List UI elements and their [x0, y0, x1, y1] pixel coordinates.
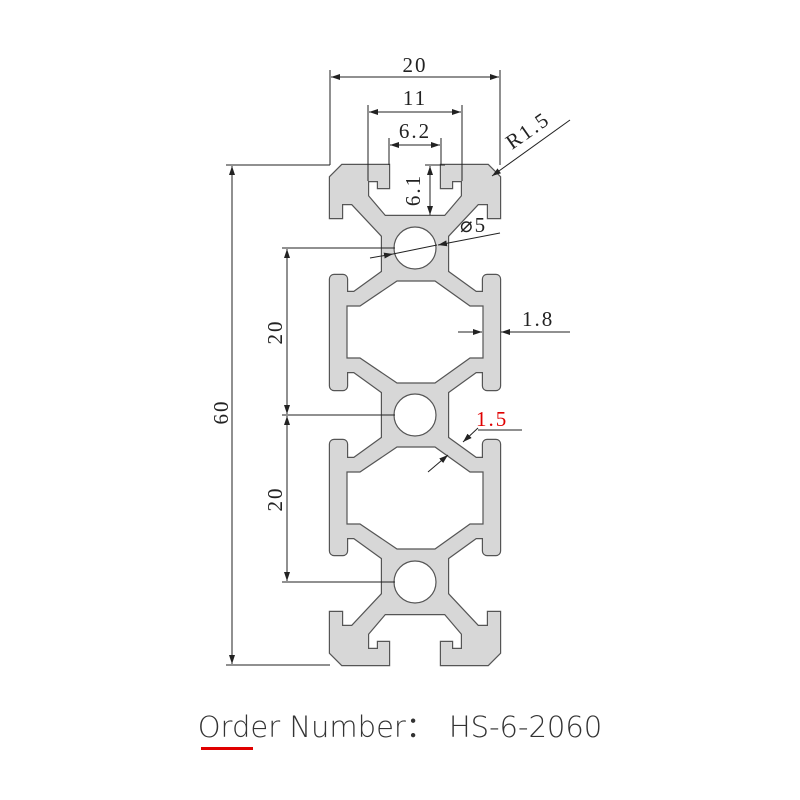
svg-text:11: 11	[403, 86, 427, 110]
svg-text:6.1: 6.1	[401, 174, 425, 206]
dim-pitch-20: 20 20	[263, 247, 395, 583]
dim-slot-opening-6-2: 6.2	[388, 119, 442, 165]
center-hole-2	[393, 393, 437, 437]
dim-width-20: 20	[329, 53, 501, 165]
dim-hole-diameter: ⌀5	[369, 213, 501, 259]
svg-text:⌀5: ⌀5	[460, 213, 487, 237]
dim-slot-depth-6-1: 6.1	[401, 164, 445, 215]
dim-slot-inner-11: 11	[367, 86, 463, 181]
dim-wall-1-8: 1.8	[458, 307, 570, 335]
svg-text:20: 20	[403, 53, 428, 77]
order-number-label: Order Number：	[197, 710, 435, 744]
dim-corner-radius: R1.5	[491, 107, 571, 177]
svg-text:6.2: 6.2	[399, 119, 431, 143]
svg-text:60: 60	[209, 400, 233, 425]
svg-text:20: 20	[263, 320, 287, 345]
dim-height-60: 60	[209, 164, 330, 666]
dim-web-1-5: 1.5	[427, 407, 522, 473]
order-number-value: HS-6-2060	[448, 710, 603, 744]
center-hole-1	[393, 226, 437, 270]
svg-text:R1.5: R1.5	[501, 107, 554, 154]
svg-text:20: 20	[263, 487, 287, 512]
cavity-lower	[346, 446, 484, 550]
svg-text:1.5: 1.5	[476, 407, 508, 431]
order-number: Order Number： HS-6-2060	[0, 704, 800, 746]
svg-text:1.8: 1.8	[522, 307, 554, 331]
center-hole-3	[393, 560, 437, 604]
profile-body	[330, 165, 500, 665]
cavity-upper	[346, 280, 484, 384]
red-underline-accent	[201, 747, 253, 750]
